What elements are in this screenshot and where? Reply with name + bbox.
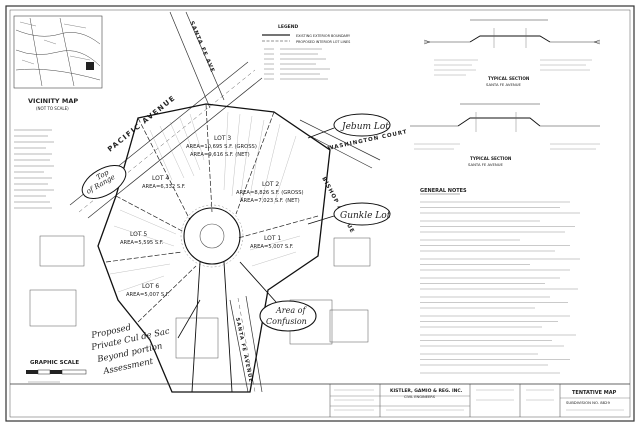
- graphic-scale-title: GRAPHIC SCALE: [30, 360, 79, 366]
- graphic-scale: GRAPHIC SCALE: [26, 360, 87, 383]
- typical-section-1: TYPICAL SECTION SANTA FE AVENUE: [423, 19, 601, 87]
- legend-row-boundary: EXISTING EXTERIOR BOUNDARY: [296, 34, 351, 38]
- street-label-santa-fe-lower: SANTA FE AVENUE: [234, 317, 254, 383]
- legend-title: LEGEND: [278, 24, 298, 30]
- lot-6-label: LOT 6: [142, 283, 159, 290]
- street-label-pacific: PACIFIC AVENUE: [106, 94, 177, 154]
- lot-labels: LOT 3 AREA=10,695 S.F. (GROSS) AREA=9,61…: [120, 135, 304, 298]
- lot-4-area: AREA=6,332 S.F.: [142, 184, 186, 190]
- annotation-area-of-confusion: Area of Confusion: [239, 261, 317, 332]
- legend-row-lot-lines: PROPOSED INTERIOR LOT LINES: [296, 40, 350, 44]
- interior-lot-lines: [105, 103, 319, 323]
- lot-3-label: LOT 3: [214, 135, 231, 142]
- vicinity-map: VICINITY MAP (NOT TO SCALE): [13, 15, 103, 111]
- lot-3-area-net: AREA=9,616 S.F. (NET): [190, 152, 250, 158]
- typical-section-2-sub: SANTA FE AVENUE: [468, 162, 504, 167]
- adjacent-parcels: [29, 235, 371, 359]
- sheet-inner-border: [9, 9, 631, 418]
- lot-2-area: AREA=8,826 S.F. (GROSS): [236, 190, 304, 196]
- lot-4-label: LOT 4: [152, 175, 169, 182]
- map-type: TENTATIVE MAP: [572, 390, 617, 396]
- general-notes: GENERAL NOTES: [420, 188, 580, 374]
- lot-3-area: AREA=10,695 S.F. (GROSS): [186, 144, 257, 150]
- lot-1-label: LOT 1: [264, 235, 281, 242]
- lot-5-area: AREA=5,595 S.F.: [120, 240, 164, 246]
- annotation-confusion-line2: Confusion: [266, 317, 307, 326]
- typical-section-1-sub: SANTA FE AVENUE: [486, 82, 522, 87]
- vicinity-title: VICINITY MAP: [28, 97, 78, 105]
- typical-section-1-title: TYPICAL SECTION: [488, 76, 530, 81]
- vicinity-scale: (NOT TO SCALE): [36, 106, 69, 111]
- cul-de-sac: [180, 204, 244, 393]
- annotation-jebum-lot: Jebum Lot: [307, 113, 391, 139]
- annotation-top-of-range: Top of Range: [81, 165, 127, 199]
- lot-1-area: AREA=5,007 S.F.: [250, 244, 294, 250]
- topo-hatching: [109, 111, 301, 293]
- typical-section-2: TYPICAL SECTION SANTA FE AVENUE: [410, 103, 600, 167]
- annotation-jebum-text: Jebum Lot: [340, 122, 389, 132]
- lot-2-area-net: AREA=7,023 S.F. (NET): [240, 198, 300, 204]
- lot-6-area: AREA=5,007 S.F.: [126, 292, 170, 298]
- sheet-border: [5, 5, 635, 422]
- map-number: SUBDIVISION NO. 8829: [566, 400, 610, 405]
- firm-name: KISTLER, GAMIO & REG. INC.: [390, 388, 463, 394]
- site-marker: [86, 62, 94, 70]
- annotation-proposed-cul-de-sac: Proposed Private Cul de Sac Beyond porti…: [90, 299, 201, 377]
- legend: LEGEND EXISTING EXTERIOR BOUNDARY PROPOS…: [262, 24, 351, 80]
- firm-subtitle: CIVIL ENGINEERS: [404, 395, 436, 399]
- general-notes-title: GENERAL NOTES: [420, 188, 467, 194]
- abbreviations-list: [14, 129, 54, 209]
- lot-5-label: LOT 5: [130, 231, 147, 238]
- annotation-gunkle-lot: Gunkle Lot: [307, 202, 391, 226]
- lot-2-label: LOT 2: [262, 181, 279, 188]
- title-block: KISTLER, GAMIO & REG. INC. CIVIL ENGINEE…: [10, 383, 630, 417]
- annotation-gunkle-text: Gunkle Lot: [340, 211, 391, 221]
- typical-section-2-title: TYPICAL SECTION: [470, 156, 512, 161]
- annotation-confusion-line1: Area of: [275, 306, 307, 315]
